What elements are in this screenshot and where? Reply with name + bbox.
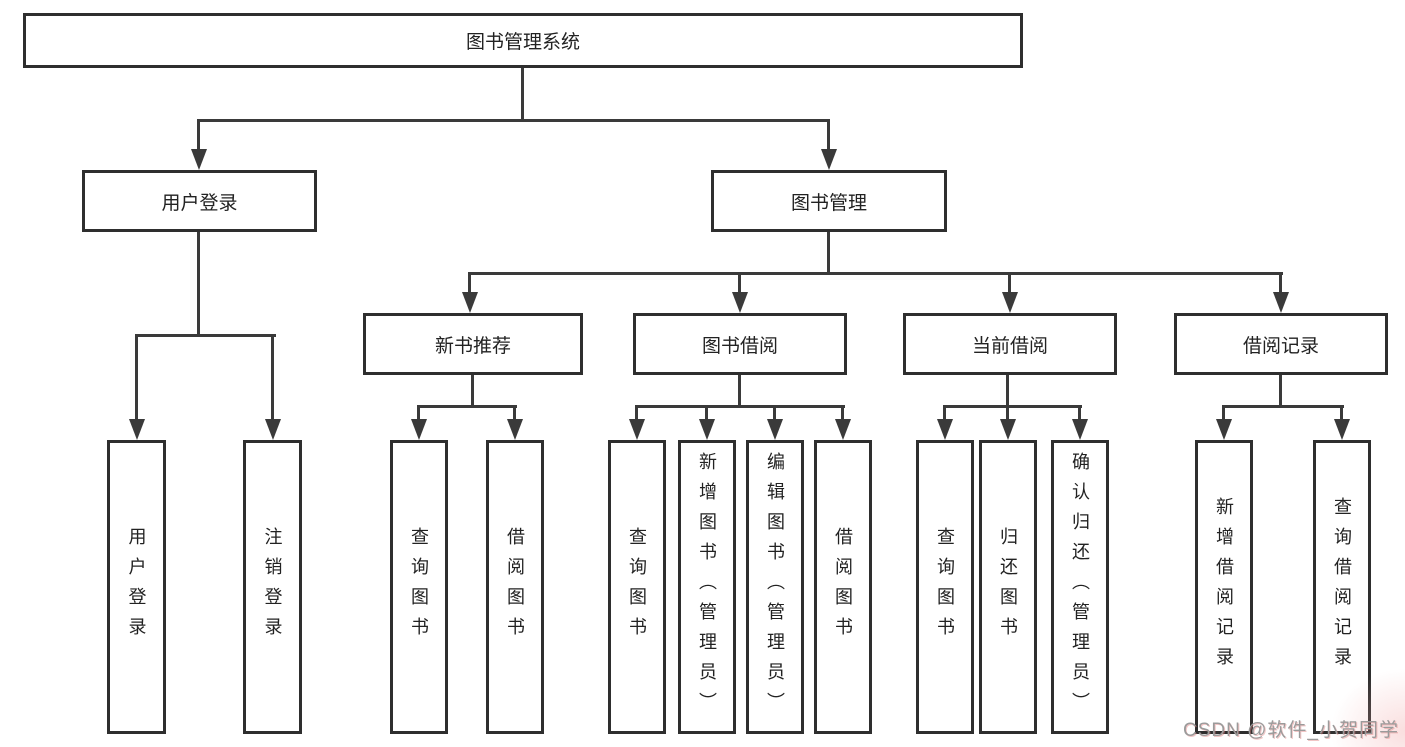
leaf-edit-books-admin: 编辑图书（管理员） [746,440,804,734]
arrow-down-icon [462,292,478,313]
leaf-add-books-admin-label: 新增图书（管理员） [697,452,717,722]
connector-line [1222,405,1344,408]
connector-line [943,405,946,421]
connector-line [738,272,741,294]
connector-line [197,119,200,151]
arrow-down-icon [1334,419,1350,440]
arrow-down-icon [1002,292,1018,313]
node-new-book-recommend-label: 新书推荐 [434,335,511,357]
leaf-current-query-books-label: 查询图书 [935,527,955,647]
leaf-borrow-query-books-label: 查询图书 [627,527,647,647]
leaf-borrow-borrow-books: 借阅图书 [814,440,872,734]
connector-line [705,405,708,421]
leaf-query-borrow-record-label: 查询借阅记录 [1332,497,1352,677]
leaf-add-books-admin: 新增图书（管理员） [678,440,736,734]
connector-line [417,405,517,408]
connector-line [827,119,830,151]
leaf-add-borrow-record: 新增借阅记录 [1195,440,1253,734]
connector-line [471,375,474,408]
leaf-logout-label: 注销登录 [262,527,283,647]
arrow-down-icon [129,419,145,440]
connector-line [943,405,1082,408]
arrow-down-icon [191,149,207,170]
node-borrow-records: 借阅记录 [1174,313,1388,375]
leaf-borrow-borrow-books-label: 借阅图书 [833,527,853,647]
leaf-newbooks-borrow-books-label: 借阅图书 [505,527,525,647]
connector-line [521,68,524,121]
csdn-watermark: CSDN @软件_小贺同学 [1183,720,1399,741]
connector-line [135,334,276,337]
node-root-label: 图书管理系统 [465,32,580,53]
arrow-down-icon [1216,419,1232,440]
connector-line [1006,375,1009,408]
connector-line [1279,375,1282,408]
node-root: 图书管理系统 [23,13,1023,68]
connector-line [738,375,741,408]
connector-line [1008,272,1011,294]
connector-line [271,334,274,421]
node-current-borrow: 当前借阅 [903,313,1117,375]
connector-line [1279,272,1282,294]
connector-line [513,405,516,421]
connector-line [468,272,1283,275]
leaf-newbooks-query-books-label: 查询图书 [409,527,429,647]
node-book-management: 图书管理 [711,170,947,232]
leaf-user-login: 用户登录 [107,440,166,734]
leaf-add-borrow-record-label: 新增借阅记录 [1214,497,1234,677]
leaf-return-books: 归还图书 [979,440,1037,734]
connector-line [635,405,638,421]
node-book-borrow-label: 图书借阅 [701,335,778,357]
leaf-newbooks-query-books: 查询图书 [390,440,448,734]
node-current-borrow-label: 当前借阅 [971,335,1048,357]
arrow-down-icon [767,419,783,440]
leaf-return-books-label: 归还图书 [998,527,1018,647]
node-user-login-label: 用户登录 [161,192,238,214]
arrow-down-icon [732,292,748,313]
node-new-book-recommend: 新书推荐 [363,313,583,375]
connector-line [1340,405,1343,421]
node-book-borrow: 图书借阅 [633,313,847,375]
connector-line [841,405,844,421]
arrow-down-icon [265,419,281,440]
leaf-confirm-return-admin: 确认归还（管理员） [1051,440,1109,734]
arrow-down-icon [937,419,953,440]
leaf-confirm-return-admin-label: 确认归还（管理员） [1070,452,1090,722]
arrow-down-icon [629,419,645,440]
connector-line [773,405,776,421]
leaf-query-borrow-record: 查询借阅记录 [1313,440,1371,734]
leaf-user-login-label: 用户登录 [126,527,147,647]
connector-line [468,272,471,294]
connector-line [1222,405,1225,421]
connector-line [827,232,830,275]
arrow-down-icon [411,419,427,440]
arrow-down-icon [821,149,837,170]
connector-line [1006,405,1009,421]
connector-line [135,334,138,421]
arrow-down-icon [835,419,851,440]
connector-line [417,405,420,421]
connector-line [1078,405,1081,421]
leaf-edit-books-admin-label: 编辑图书（管理员） [765,452,785,722]
connector-line [197,232,200,337]
arrow-down-icon [507,419,523,440]
node-book-management-label: 图书管理 [790,192,867,214]
leaf-borrow-query-books: 查询图书 [608,440,666,734]
arrow-down-icon [1273,292,1289,313]
leaf-newbooks-borrow-books: 借阅图书 [486,440,544,734]
node-borrow-records-label: 借阅记录 [1242,335,1319,357]
arrow-down-icon [699,419,715,440]
connector-line [197,119,830,122]
connector-line [635,405,845,408]
arrow-down-icon [1072,419,1088,440]
node-user-login: 用户登录 [82,170,317,232]
leaf-current-query-books: 查询图书 [916,440,974,734]
arrow-down-icon [1000,419,1016,440]
leaf-logout: 注销登录 [243,440,302,734]
